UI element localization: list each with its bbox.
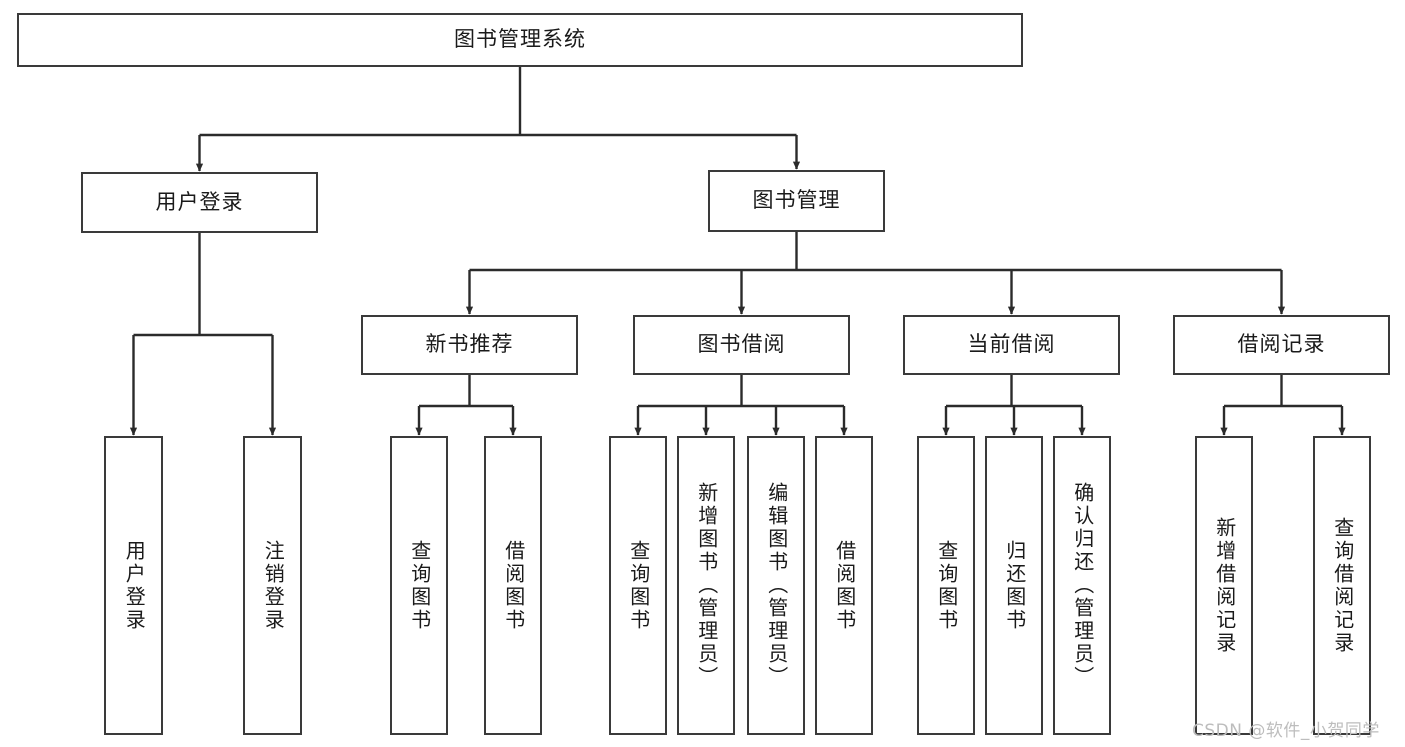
node-leaf-edit-book[interactable]: 编辑图书（管理员） bbox=[747, 436, 805, 735]
node-label-leaf-query-book-1: 查询图书 bbox=[407, 539, 432, 632]
node-borrow-record[interactable]: 借阅记录 bbox=[1173, 315, 1390, 375]
node-label-leaf-logout: 注销登录 bbox=[261, 539, 286, 632]
node-leaf-query-book-1[interactable]: 查询图书 bbox=[390, 436, 448, 735]
node-leaf-return-book[interactable]: 归还图书 bbox=[985, 436, 1043, 735]
node-leaf-query-book-2[interactable]: 查询图书 bbox=[609, 436, 667, 735]
edge-layer bbox=[129, 67, 1346, 436]
node-label-book-manage: 图书管理 bbox=[752, 188, 841, 213]
node-label-leaf-confirm-return: 确认归还（管理员） bbox=[1070, 482, 1095, 689]
node-label-leaf-query-book-2: 查询图书 bbox=[626, 539, 651, 632]
node-user-login[interactable]: 用户登录 bbox=[81, 172, 318, 233]
node-label-leaf-query-record: 查询借阅记录 bbox=[1330, 516, 1355, 655]
node-label-leaf-return-book: 归还图书 bbox=[1002, 539, 1027, 632]
node-leaf-add-book[interactable]: 新增图书（管理员） bbox=[677, 436, 735, 735]
node-book-borrow[interactable]: 图书借阅 bbox=[633, 315, 850, 375]
node-label-leaf-edit-book: 编辑图书（管理员） bbox=[764, 482, 789, 689]
node-label-current-borrow: 当前借阅 bbox=[967, 332, 1056, 357]
node-leaf-borrow-book-1[interactable]: 借阅图书 bbox=[484, 436, 542, 735]
node-label-leaf-user-login: 用户登录 bbox=[122, 539, 147, 632]
node-leaf-borrow-book-2[interactable]: 借阅图书 bbox=[815, 436, 873, 735]
node-label-user-login: 用户登录 bbox=[155, 189, 244, 214]
node-leaf-query-book-3[interactable]: 查询图书 bbox=[917, 436, 975, 735]
node-label-book-borrow: 图书借阅 bbox=[697, 332, 786, 357]
node-label-new-book-recommend: 新书推荐 bbox=[425, 332, 514, 357]
node-label-leaf-borrow-book-2: 借阅图书 bbox=[832, 539, 857, 632]
node-label-leaf-add-record: 新增借阅记录 bbox=[1212, 516, 1237, 655]
node-label-root: 图书管理系统 bbox=[454, 27, 586, 52]
node-new-book-recommend[interactable]: 新书推荐 bbox=[361, 315, 578, 375]
node-current-borrow[interactable]: 当前借阅 bbox=[903, 315, 1120, 375]
csdn-watermark: CSDN @软件_小贺同学 bbox=[1192, 721, 1380, 741]
node-leaf-confirm-return[interactable]: 确认归还（管理员） bbox=[1053, 436, 1111, 735]
node-book-manage[interactable]: 图书管理 bbox=[708, 170, 885, 232]
node-label-borrow-record: 借阅记录 bbox=[1237, 332, 1326, 357]
node-leaf-logout[interactable]: 注销登录 bbox=[243, 436, 302, 735]
node-root[interactable]: 图书管理系统 bbox=[17, 13, 1023, 67]
node-label-leaf-query-book-3: 查询图书 bbox=[934, 539, 959, 632]
node-leaf-query-record[interactable]: 查询借阅记录 bbox=[1313, 436, 1371, 735]
node-leaf-add-record[interactable]: 新增借阅记录 bbox=[1195, 436, 1253, 735]
node-label-leaf-add-book: 新增图书（管理员） bbox=[694, 482, 719, 689]
node-label-leaf-borrow-book-1: 借阅图书 bbox=[501, 539, 526, 632]
node-leaf-user-login[interactable]: 用户登录 bbox=[104, 436, 163, 735]
